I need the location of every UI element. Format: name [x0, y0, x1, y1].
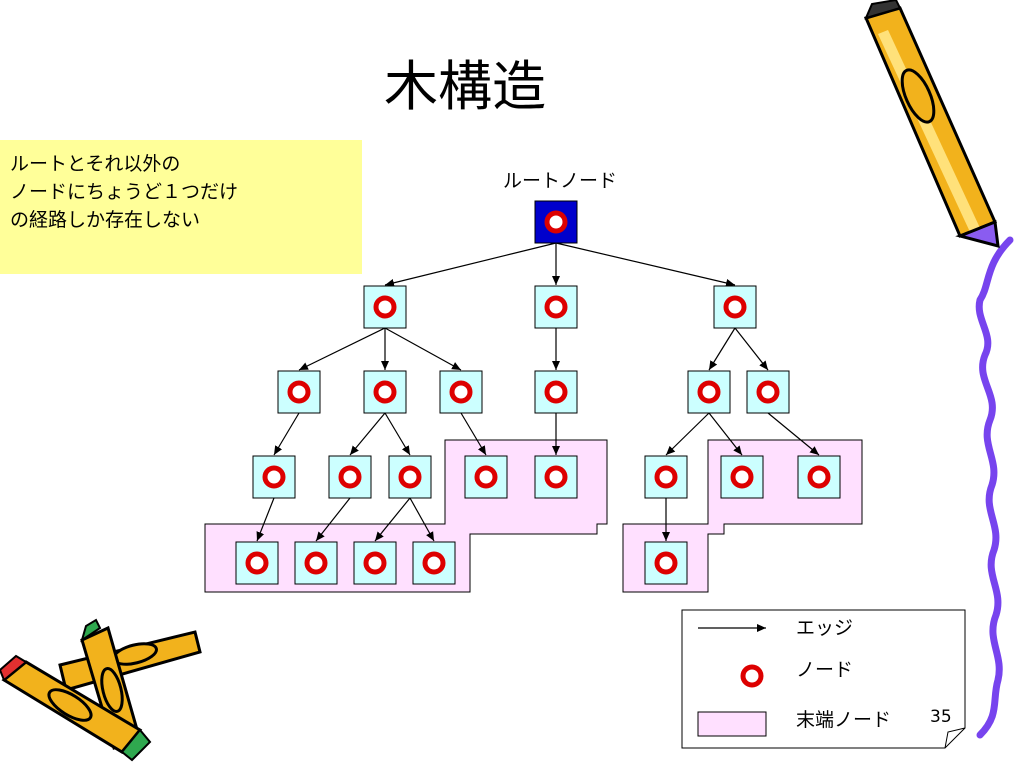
tree-edge — [349, 412, 386, 456]
node-ring-icon — [245, 551, 269, 575]
tree-node — [294, 541, 338, 585]
legend-leaf-label: 末端ノード — [796, 709, 892, 731]
tree-edge — [384, 412, 411, 456]
node-ring-icon — [544, 210, 568, 234]
tree-edge — [384, 327, 462, 371]
tree-node — [746, 370, 790, 414]
note-line-1: ルートとそれ以外の — [10, 153, 181, 175]
tree-node — [252, 455, 296, 499]
node-ring-icon — [398, 465, 422, 489]
tree-node — [277, 370, 321, 414]
edges — [256, 242, 820, 542]
tree-node — [534, 285, 578, 329]
tree-edge — [708, 327, 736, 371]
pencil-icon — [863, 0, 1000, 249]
node-ring-icon — [449, 380, 473, 404]
node-ring-icon — [730, 465, 754, 489]
node-ring-icon — [544, 295, 568, 319]
page-title: 木構造 — [384, 55, 546, 118]
tree-edge — [374, 497, 411, 542]
node-ring-icon — [654, 465, 678, 489]
tree-edge — [315, 497, 351, 542]
tree-edge — [767, 412, 820, 456]
tree-node — [644, 541, 688, 585]
tree-node — [534, 370, 578, 414]
node-ring-icon — [723, 295, 747, 319]
tree-edge — [409, 497, 435, 542]
node-ring-icon — [697, 380, 721, 404]
legend-edge-label: エッジ — [796, 617, 854, 639]
root-node-label: ルートノード — [502, 170, 617, 192]
tree-node — [720, 455, 764, 499]
tree-node — [235, 541, 279, 585]
tree-edge — [384, 242, 557, 287]
tree-edge — [298, 327, 386, 371]
node-ring-icon — [544, 380, 568, 404]
node-ring-icon — [287, 380, 311, 404]
node-ring-icon — [262, 465, 286, 489]
legend-box-fold — [944, 727, 966, 749]
tree-node — [644, 455, 688, 499]
tree-edge — [256, 497, 275, 542]
tree-node — [363, 285, 407, 329]
tree-node — [464, 455, 508, 499]
tree-node — [363, 370, 407, 414]
node-ring-icon — [654, 551, 678, 575]
tree-node — [412, 541, 456, 585]
legend-node-symbol — [740, 664, 764, 688]
tree-node — [439, 370, 483, 414]
tree-edge — [273, 412, 300, 456]
node-ring-icon — [756, 380, 780, 404]
root-node — [534, 200, 578, 244]
node-ring-icon — [363, 551, 387, 575]
node-ring-icon — [807, 465, 831, 489]
tree-node — [713, 285, 757, 329]
tree-node — [388, 455, 432, 499]
legend-node-label: ノード — [796, 659, 854, 681]
note-line-3: の経路しか存在しない — [10, 209, 201, 231]
note-line-2: ノードにちょうど１つだけ — [10, 181, 239, 203]
tree-edge — [665, 412, 710, 456]
tree-edge — [734, 327, 769, 371]
tree-node — [328, 455, 372, 499]
legend-leaf-swatch — [697, 711, 767, 737]
nodes — [235, 200, 841, 585]
node-ring-icon — [422, 551, 446, 575]
tree-node — [687, 370, 731, 414]
node-ring-icon — [474, 465, 498, 489]
crayons-icon — [0, 618, 202, 762]
tree-edge — [708, 412, 743, 456]
tree-node — [534, 455, 578, 499]
node-ring-icon — [373, 380, 397, 404]
page-number: 35 — [930, 707, 952, 727]
definition-note: ルートとそれ以外の ノードにちょうど１つだけ の経路しか存在しない — [0, 140, 362, 274]
node-ring-icon — [338, 465, 362, 489]
tree-node — [797, 455, 841, 499]
tree-node — [353, 541, 397, 585]
squiggle-border — [975, 236, 1014, 739]
node-ring-icon — [373, 295, 397, 319]
tree-edge — [460, 412, 487, 456]
tree-edge — [555, 242, 736, 287]
node-ring-icon — [304, 551, 328, 575]
node-ring-icon — [544, 465, 568, 489]
